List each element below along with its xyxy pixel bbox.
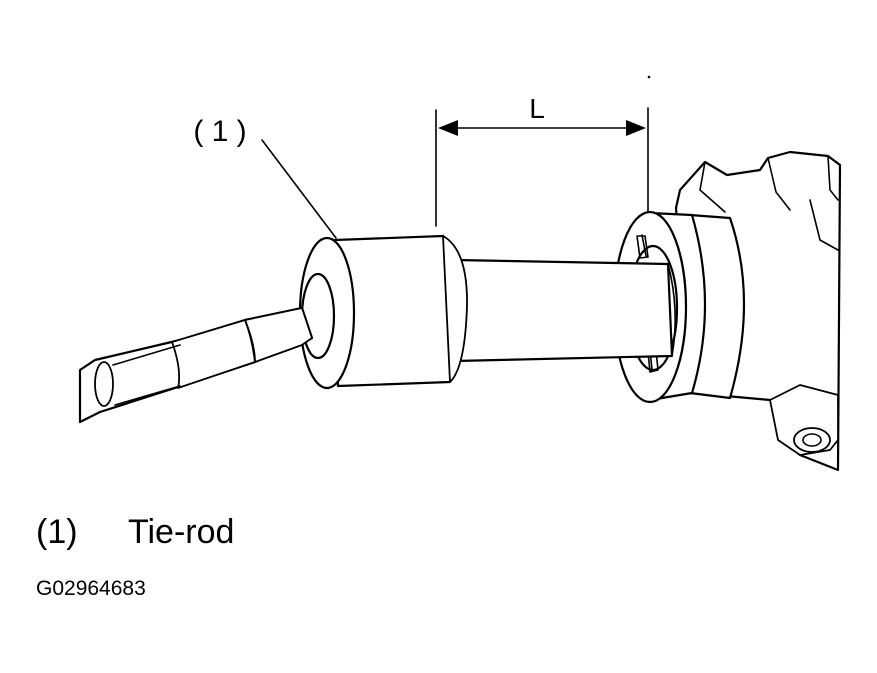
lock-nut bbox=[298, 234, 468, 390]
callout-1: ( 1 ) bbox=[193, 115, 337, 239]
dimension-l: L bbox=[435, 93, 649, 227]
callout-number: ( 1 ) bbox=[193, 115, 246, 148]
dimension-label: L bbox=[529, 93, 545, 124]
legend-number: (1) bbox=[36, 513, 78, 551]
speck bbox=[647, 75, 651, 79]
legend: (1) Tie-rod bbox=[36, 512, 234, 552]
tie-rod-end bbox=[78, 306, 314, 424]
figure-id: G02964683 bbox=[36, 577, 146, 600]
legend-text: Tie-rod bbox=[128, 513, 235, 551]
tie-rod-shaft bbox=[453, 258, 676, 363]
